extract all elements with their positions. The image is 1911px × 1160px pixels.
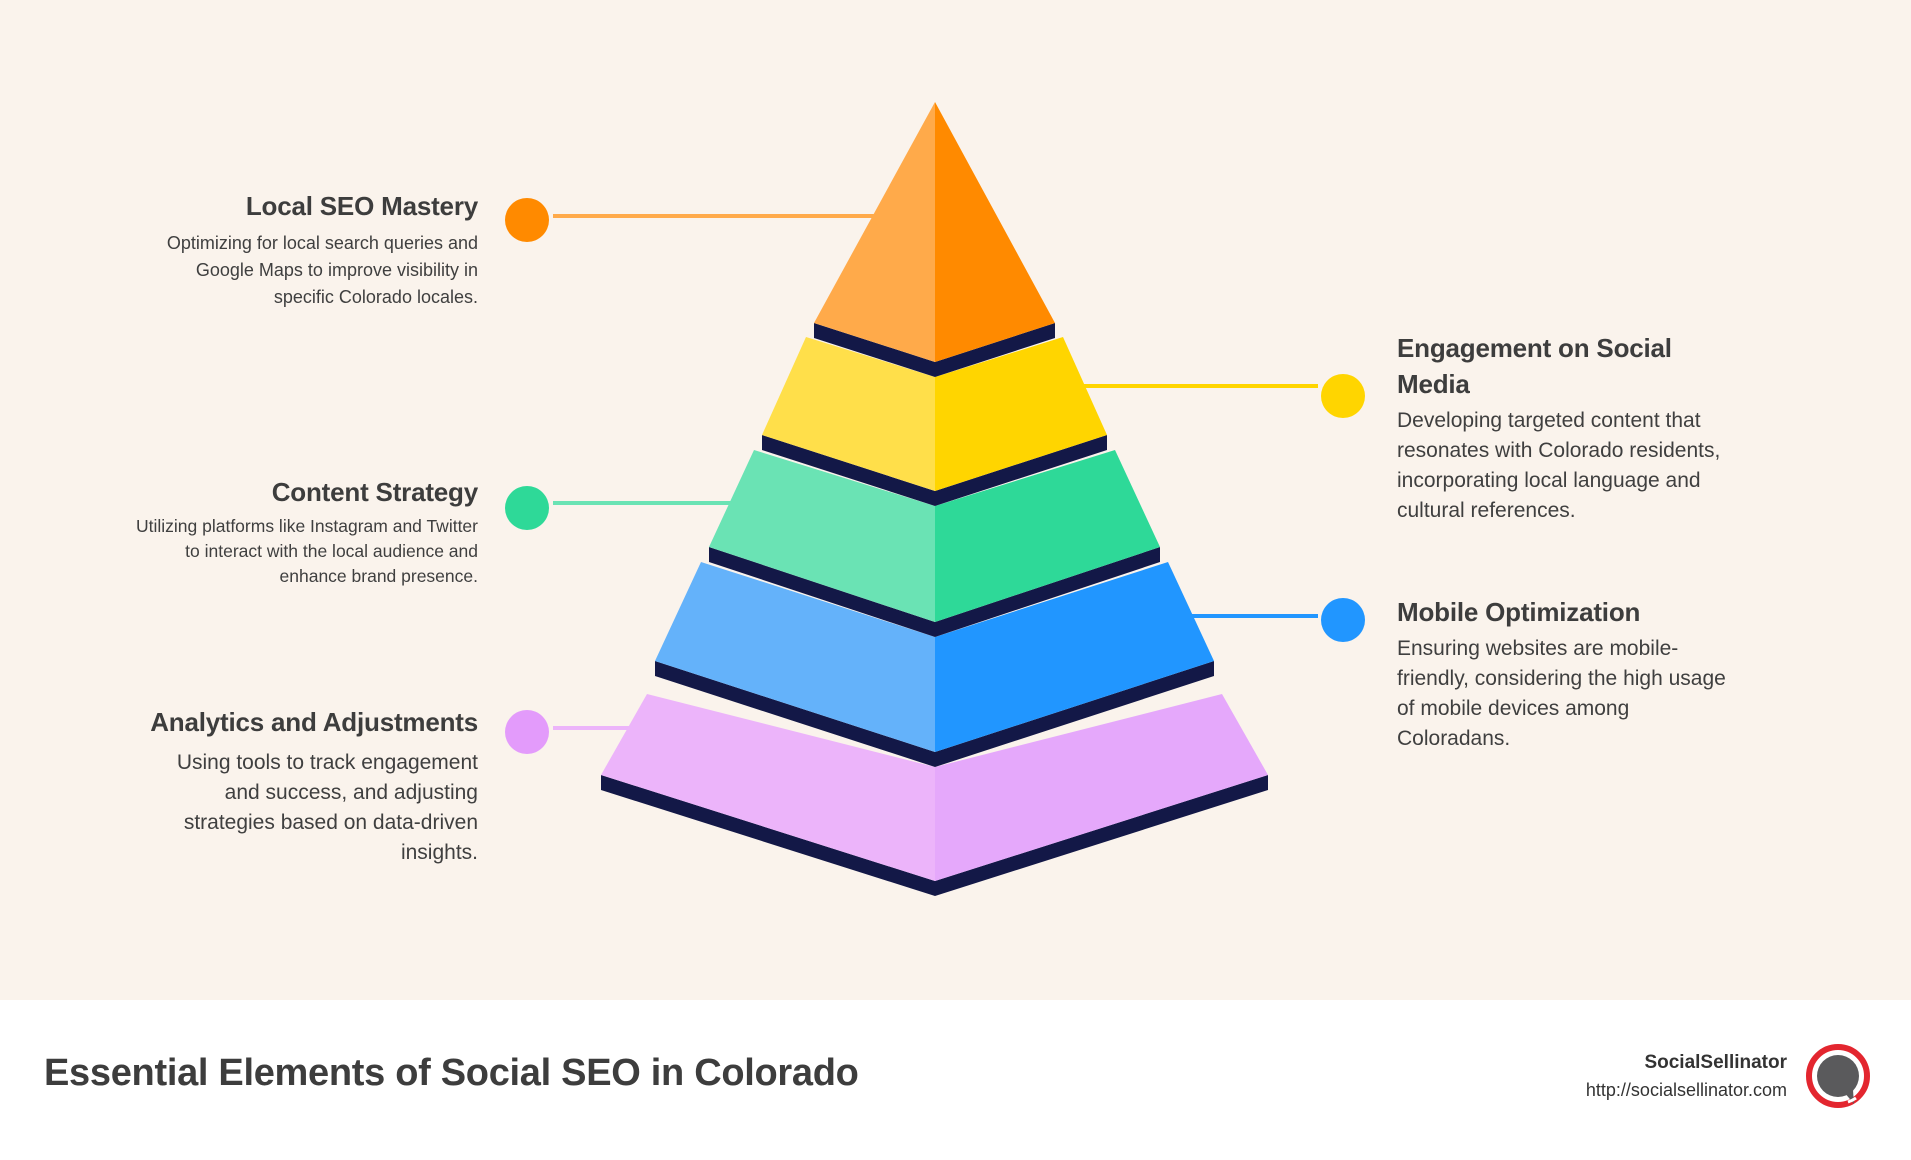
chat-bubble-logo-icon bbox=[1806, 1044, 1870, 1108]
label-analytics: Analytics and Adjustments Using tools to… bbox=[118, 704, 478, 868]
pyramid-layer-engagement bbox=[762, 337, 1107, 506]
label-local-seo: Local SEO Mastery Optimizing for local s… bbox=[118, 188, 478, 311]
brand-url[interactable]: http://socialsellinator.com bbox=[1585, 1080, 1787, 1100]
label-engagement: Engagement on Social Media Developing ta… bbox=[1397, 330, 1737, 526]
pyramid-layer-analytics bbox=[601, 694, 1268, 896]
label-description: Using tools to track engagement and succ… bbox=[176, 751, 478, 864]
label-title: Mobile Optimization bbox=[1397, 597, 1641, 627]
layer5-left-face bbox=[601, 694, 935, 881]
connector-mobile bbox=[1190, 598, 1365, 642]
layer1-right-face bbox=[935, 102, 1055, 362]
label-content-strategy: Content Strategy Utilizing platforms lik… bbox=[118, 474, 478, 589]
label-mobile: Mobile Optimization Ensuring websites ar… bbox=[1397, 594, 1727, 754]
connector-content bbox=[505, 486, 739, 530]
label-description: Developing targeted content that resonat… bbox=[1397, 409, 1721, 522]
page-title: Essential Elements of Social SEO in Colo… bbox=[44, 1052, 859, 1094]
marker-dot-blue bbox=[1321, 598, 1365, 642]
infographic-canvas: Local SEO Mastery Optimizing for local s… bbox=[0, 0, 1911, 1000]
brand-name: SocialSellinator bbox=[1644, 1052, 1787, 1073]
marker-dot-green bbox=[505, 486, 549, 530]
label-title: Analytics and Adjustments bbox=[150, 707, 478, 737]
label-title: Engagement on Social Media bbox=[1397, 333, 1672, 399]
layer4-right-face bbox=[935, 562, 1214, 752]
label-description: Optimizing for local search queries and … bbox=[166, 233, 478, 307]
layer3-right-face bbox=[935, 450, 1160, 622]
marker-dot-orange bbox=[505, 198, 549, 242]
marker-dot-yellow bbox=[1321, 374, 1365, 418]
layer5-right-face bbox=[935, 694, 1268, 881]
connector-analytics bbox=[505, 710, 629, 754]
pyramid-diagram bbox=[505, 102, 1365, 896]
marker-dot-purple bbox=[505, 710, 549, 754]
layer3-left-face bbox=[709, 450, 935, 622]
layer1-left-face bbox=[814, 102, 935, 362]
footer: Essential Elements of Social SEO in Colo… bbox=[0, 1000, 1911, 1160]
label-description: Utilizing platforms like Instagram and T… bbox=[135, 516, 478, 586]
pyramid-layer-mobile bbox=[655, 562, 1214, 767]
label-description: Ensuring websites are mobile-friendly, c… bbox=[1397, 637, 1726, 750]
layer2-left-face bbox=[762, 337, 935, 491]
brand-block: SocialSellinator http://socialsellinator… bbox=[1586, 1050, 1787, 1104]
label-title: Content Strategy bbox=[271, 477, 478, 507]
connector-local-seo bbox=[505, 198, 879, 242]
pyramid-layer-content bbox=[709, 450, 1160, 637]
layer2-right-face bbox=[935, 337, 1107, 491]
layer4-left-face bbox=[655, 562, 935, 752]
pyramid-layer-local-seo bbox=[814, 102, 1055, 377]
connector-engagement bbox=[1082, 374, 1365, 418]
label-title: Local SEO Mastery bbox=[245, 191, 478, 221]
